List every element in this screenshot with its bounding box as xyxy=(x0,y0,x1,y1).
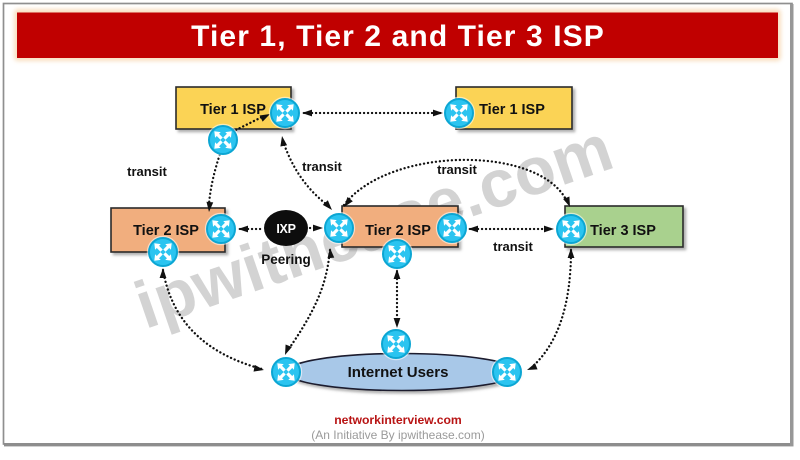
svg-text:transit: transit xyxy=(437,162,477,177)
svg-text:(An Initiative By ipwithease.c: (An Initiative By ipwithease.com) xyxy=(311,428,484,442)
svg-text:transit: transit xyxy=(302,159,342,174)
svg-text:Tier 1 ISP: Tier 1 ISP xyxy=(479,102,545,118)
svg-text:Peering: Peering xyxy=(261,252,311,267)
svg-text:networkinterview.com: networkinterview.com xyxy=(334,413,462,427)
svg-text:Tier 1, Tier 2 and Tier 3 ISP: Tier 1, Tier 2 and Tier 3 ISP xyxy=(191,20,605,53)
svg-text:Tier 2 ISP: Tier 2 ISP xyxy=(133,223,199,239)
svg-text:transit: transit xyxy=(127,164,167,179)
svg-text:transit: transit xyxy=(493,239,533,254)
svg-text:IXP: IXP xyxy=(276,222,295,236)
svg-text:Tier 3 ISP: Tier 3 ISP xyxy=(590,223,656,239)
svg-text:Internet Users: Internet Users xyxy=(348,364,449,381)
svg-text:Tier 2 ISP: Tier 2 ISP xyxy=(365,223,431,239)
svg-text:Tier 1 ISP: Tier 1 ISP xyxy=(200,102,266,118)
